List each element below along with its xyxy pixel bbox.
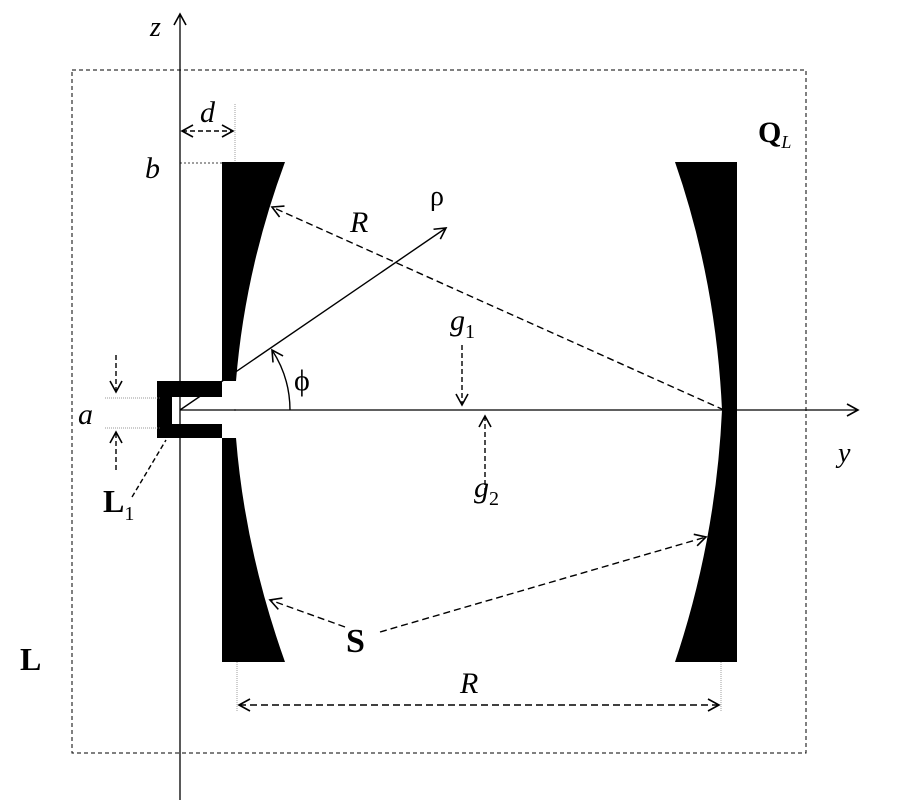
S-pointer-right xyxy=(379,533,708,633)
a-label: a xyxy=(78,398,93,431)
right-electrode xyxy=(675,162,737,662)
z-axis-label: z xyxy=(149,12,161,43)
phi-angle-arc xyxy=(271,348,291,411)
R-top-label: R xyxy=(349,206,368,239)
S-pointer-left xyxy=(268,597,346,628)
R-bottom-label: R xyxy=(459,667,478,700)
S-label: S xyxy=(346,623,365,660)
y-axis-label: y xyxy=(835,438,851,469)
Q-label: QL xyxy=(758,116,791,152)
phi-label: ϕ xyxy=(294,364,310,397)
rho-vector xyxy=(179,227,448,411)
R-radius-arrow xyxy=(270,205,725,411)
rho-label: ρ xyxy=(430,181,444,212)
L1-pointer xyxy=(131,439,167,498)
domain-boundary-box xyxy=(71,69,807,754)
d-label: d xyxy=(200,96,216,129)
b-label: b xyxy=(145,152,160,185)
g2-label: g2 xyxy=(474,471,499,510)
L1-label: L1 xyxy=(103,483,134,525)
g1-label: g1 xyxy=(450,304,475,343)
L-label: L xyxy=(20,641,41,677)
